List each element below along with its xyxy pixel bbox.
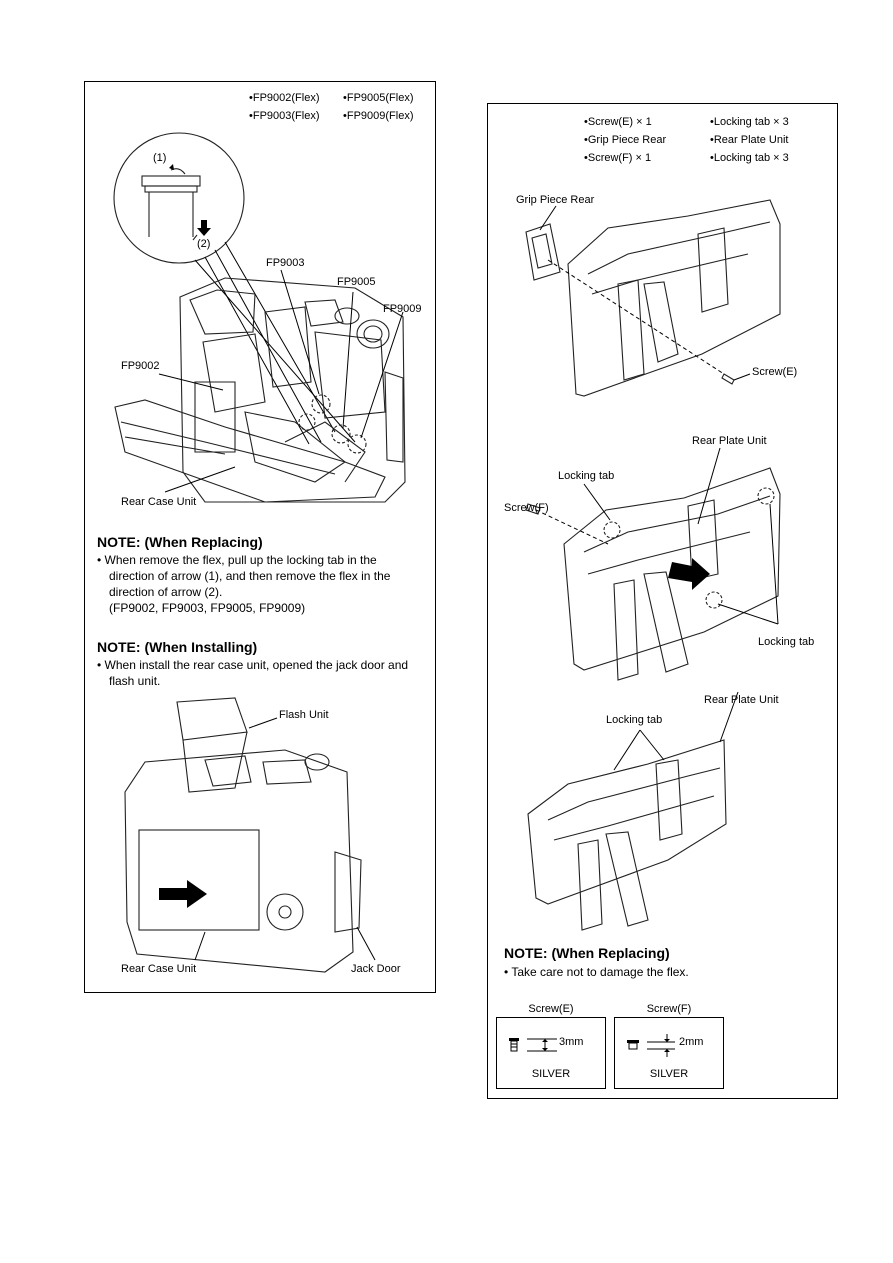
note-replacing-title: NOTE: (When Replacing) xyxy=(504,945,670,961)
rear-plate-removed-illustration xyxy=(527,691,739,931)
screw-e-finish: SILVER xyxy=(531,1068,571,1080)
screw-f-length: 2mm xyxy=(679,1036,704,1048)
screw-f-spec: 2mm SILVER xyxy=(614,1017,724,1089)
screw-e-spec: 3mm SILVER xyxy=(496,1017,606,1089)
installation-illustration xyxy=(124,697,376,973)
note-line: • When install the rear case unit, opene… xyxy=(97,658,409,688)
label-fp9005: FP9005 xyxy=(337,276,376,288)
rear-plate-illustration xyxy=(525,447,781,681)
parts-item: •Screw(E) × 1 xyxy=(584,116,652,128)
note-replacing-body: • When remove the flex, pull up the lock… xyxy=(97,552,417,616)
label-locking-tab-3: Locking tab xyxy=(606,714,663,726)
grip-piece-illustration xyxy=(525,199,781,397)
screw-f-icon xyxy=(627,1034,675,1057)
parts-item: •FP9003(Flex) xyxy=(249,110,320,122)
note-line: • When remove the flex, pull up the lock… xyxy=(97,553,391,599)
note-installing-title: NOTE: (When Installing) xyxy=(97,639,258,655)
note-replacing-body: • Take care not to damage the flex. xyxy=(504,964,824,980)
label-fp9009: FP9009 xyxy=(383,303,422,315)
parts-item: •FP9009(Flex) xyxy=(343,110,414,122)
inset-step-1: (1) xyxy=(153,152,167,164)
note-line: (FP9002, FP9003, FP9005, FP9009) xyxy=(109,601,306,615)
label-locking-tab-2: Locking tab xyxy=(758,636,815,648)
parts-item: •Rear Plate Unit xyxy=(710,134,789,146)
note-replacing-title: NOTE: (When Replacing) xyxy=(97,534,263,550)
screw-e-title: Screw(E) xyxy=(528,1003,574,1015)
inset-step-2: (2) xyxy=(197,238,211,250)
parts-item: •Screw(F) × 1 xyxy=(584,152,652,164)
flex-removal-illustration xyxy=(113,132,406,503)
right-procedure-panel: •Screw(E) × 1 •Locking tab × 3 •Grip Pie… xyxy=(487,103,838,1099)
screw-f-finish: SILVER xyxy=(649,1068,689,1080)
note-installing-body: • When install the rear case unit, opene… xyxy=(97,657,417,689)
label-flash-unit: Flash Unit xyxy=(279,709,329,721)
label-fp9002: FP9002 xyxy=(121,360,160,372)
label-rear-plate-unit: Rear Plate Unit xyxy=(692,435,767,447)
label-screw-e: Screw(E) xyxy=(752,366,798,378)
label-screw-f: Screw(F) xyxy=(504,502,549,514)
label-rear-case-unit: Rear Case Unit xyxy=(121,496,197,508)
label-jack-door: Jack Door xyxy=(351,963,401,975)
note-line: • Take care not to damage the flex. xyxy=(504,965,689,979)
screw-f-title: Screw(F) xyxy=(646,1003,692,1015)
label-grip-piece-rear: Grip Piece Rear xyxy=(516,194,595,206)
parts-item: •Locking tab × 3 xyxy=(710,152,789,164)
screw-e-icon xyxy=(509,1038,557,1052)
parts-item: •Grip Piece Rear xyxy=(584,134,667,146)
label-rear-plate-unit-2: Rear Plate Unit xyxy=(704,694,779,706)
screw-e-length: 3mm xyxy=(559,1036,584,1048)
label-fp9003: FP9003 xyxy=(266,257,305,269)
parts-item: •FP9005(Flex) xyxy=(343,92,414,104)
label-rear-case-unit-2: Rear Case Unit xyxy=(121,963,197,975)
parts-item: •FP9002(Flex) xyxy=(249,92,320,104)
parts-item: •Locking tab × 3 xyxy=(710,116,789,128)
label-locking-tab-1: Locking tab xyxy=(558,470,615,482)
left-procedure-panel: •FP9002(Flex) •FP9005(Flex) •FP9003(Flex… xyxy=(84,81,436,993)
